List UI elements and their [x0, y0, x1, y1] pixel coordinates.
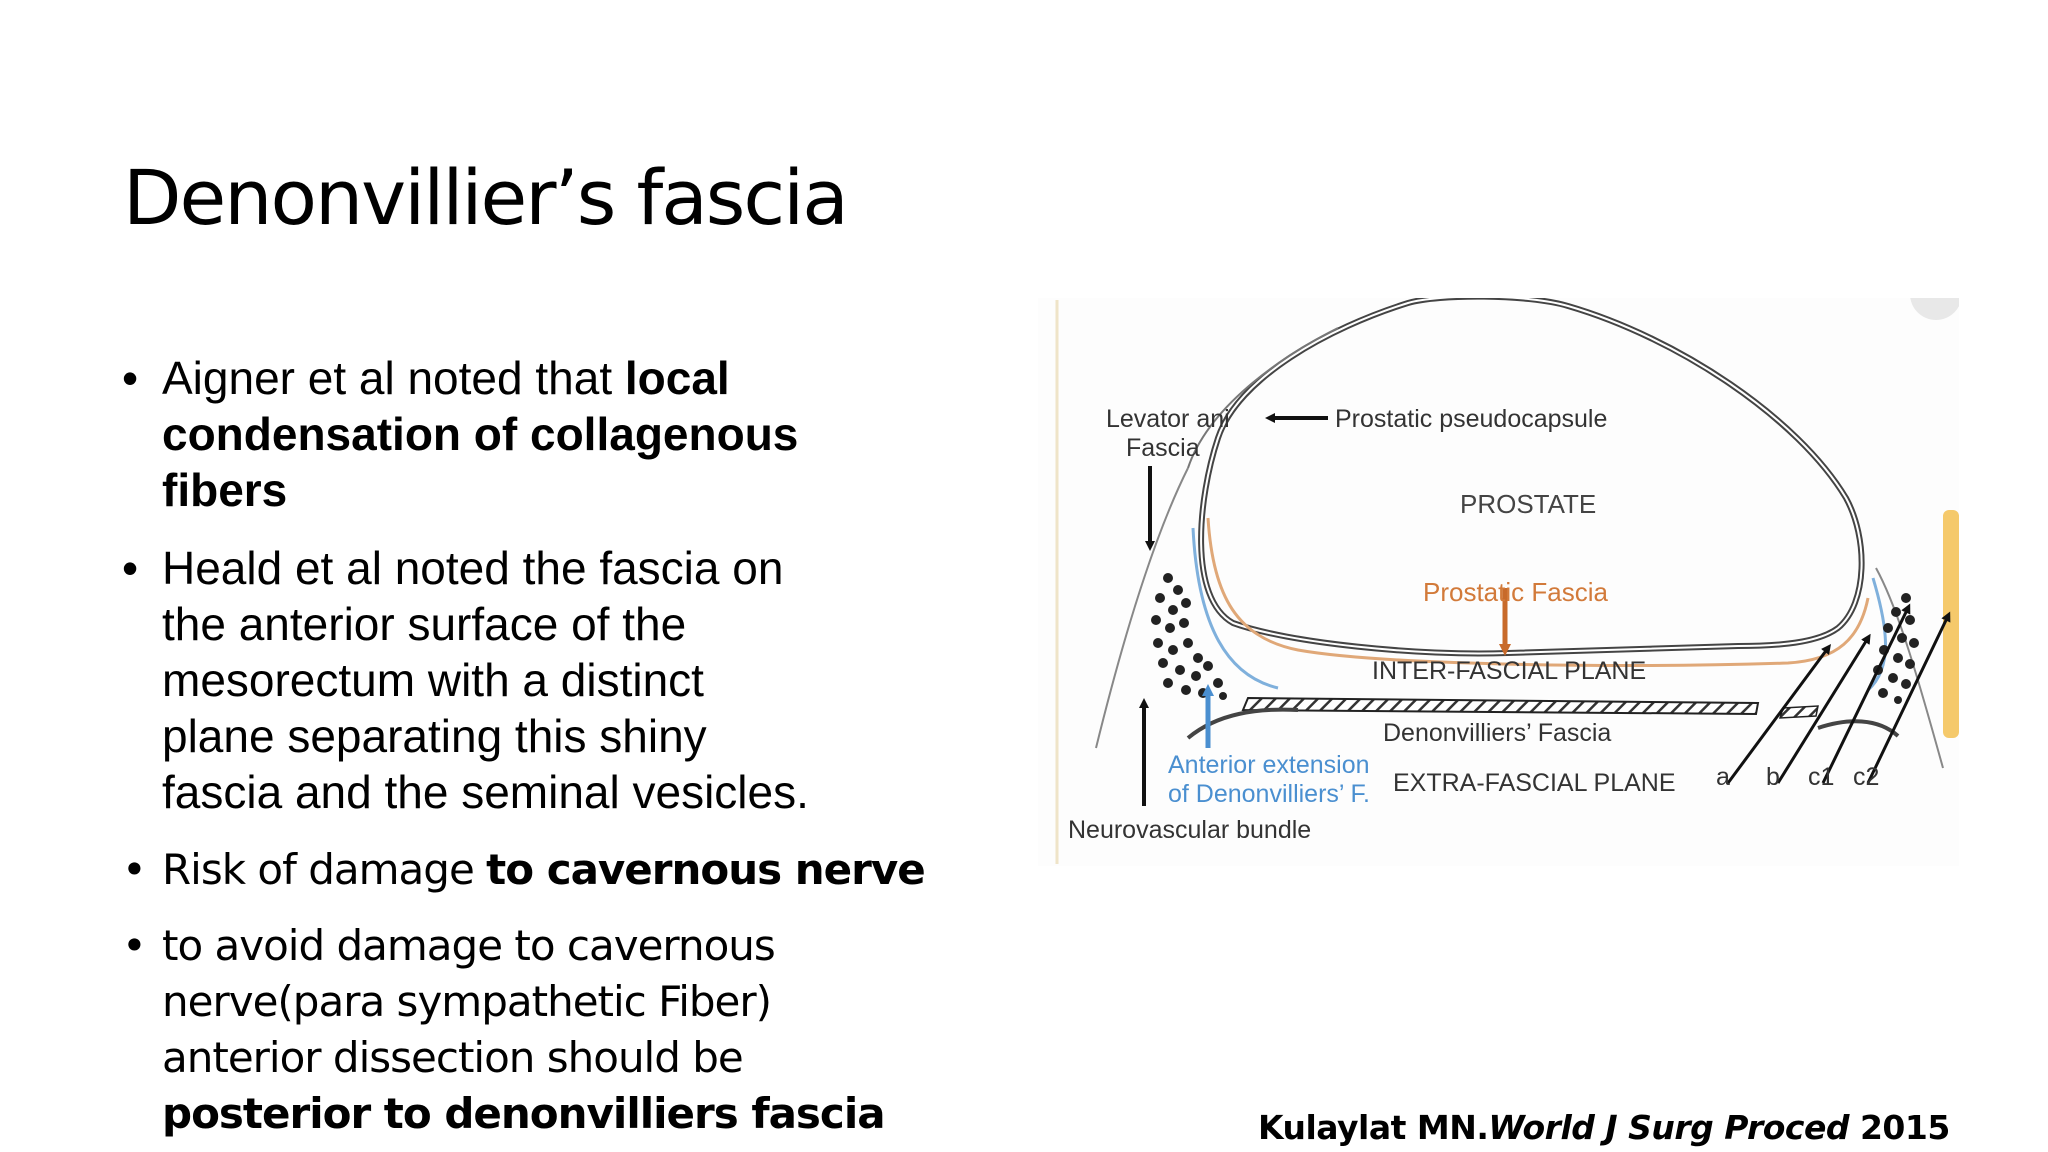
bullet-line: nerve(para sympathetic Fiber) [162, 974, 942, 1030]
bullet-segment: fibers [162, 464, 288, 516]
bullet-line: condensation of collagenous [162, 406, 942, 462]
bullet-line: the anterior surface of the [162, 596, 942, 652]
slide-title: Denonvillier’s fascia [123, 153, 849, 242]
bullet-item: • Risk of damage to cavernous nerve [122, 842, 942, 898]
bullet-dot: • [122, 845, 147, 894]
arrow-c2 [1866, 611, 1951, 784]
bullet-item: • to avoid damage to cavernous nerve(para… [122, 918, 942, 1152]
bullet-segment: to cavernous nerve [486, 845, 926, 894]
bullet-line: fascia and the seminal vesicles. [162, 764, 942, 820]
label-anterior-extension: Anterior extension [1168, 751, 1370, 779]
bullet-segment: fascia and the seminal vesicles. [162, 766, 809, 818]
bullet-line: expect in cases of anterior tumor [162, 1142, 942, 1152]
bullet-dot: • [122, 352, 139, 404]
bullet-dot: • [122, 921, 147, 970]
bullet-line: Risk of damage to cavernous nerve [162, 842, 942, 898]
citation-journal: World J Surg Proced [1488, 1108, 1849, 1147]
denonvilliers-fascia-band [1241, 696, 1760, 716]
label-c2: c2 [1853, 763, 1879, 791]
bullet-segment: nterior tumor [560, 1145, 869, 1152]
bullet-segment: anterior dissection should be [162, 1033, 744, 1082]
bullet-segment: condensation of collagenous [162, 408, 799, 460]
bullet-segment: Aigner et al noted that [162, 352, 625, 404]
bullet-segment: posterior to denonvilliers fascia [162, 1089, 886, 1138]
bullet-line: anterior dissection should be [162, 1030, 942, 1086]
bullet-segment: nerve(para sympathetic Fiber) [162, 977, 772, 1026]
label-inter-fascial-plane: INTER-FASCIAL PLANE [1372, 657, 1646, 685]
label-prostatic-fascia: Prostatic Fascia [1423, 577, 1608, 607]
arrow-b [1776, 633, 1871, 784]
citation: Kulaylat MN.World J Surg Proced 2015 [1258, 1108, 1950, 1147]
bullet-text: Risk of damage to cavernous nerve [162, 842, 942, 898]
arrow-c1 [1821, 603, 1911, 784]
anatomy-diagram: Levator ani Fascia Prostatic pseudocapsu… [1038, 298, 1959, 866]
label-extra-fascial-plane: EXTRA-FASCIAL PLANE [1393, 769, 1676, 797]
bullet-segment: to avoid damage to cavernous [162, 921, 776, 970]
bullet-segment: local [624, 352, 730, 404]
figure-corner-badge [1910, 298, 1959, 320]
neurovascular-dots-left [1151, 573, 1227, 700]
arrow-a [1726, 643, 1831, 784]
bullet-text: to avoid damage to cavernous nerve(para s… [162, 918, 942, 1152]
bullet-segment: plane separating this shiny [162, 710, 707, 762]
label-denonvilliers-fascia: Denonvilliers’ Fascia [1383, 719, 1611, 747]
label-c1: c1 [1808, 763, 1834, 791]
bullet-line: mesorectum with a distinct [162, 652, 942, 708]
label-fascia: Fascia [1126, 434, 1200, 462]
bullet-segment: mesorectum with a distinct [162, 654, 704, 706]
bullet-line: to avoid damage to cavernous [162, 918, 942, 974]
label-prostate: PROSTATE [1460, 489, 1596, 519]
figure-side-tab [1943, 510, 1959, 738]
label-prostatic-pseudocapsule: Prostatic pseudocapsule [1335, 405, 1607, 433]
bullet-segment: Risk of damage [162, 845, 487, 894]
bullet-segment: expect in cases of a [162, 1145, 561, 1152]
bullet-line: plane separating this shiny [162, 708, 942, 764]
bullet-segment: Heald et al noted the fascia on [162, 542, 784, 594]
citation-author: Kulaylat MN. [1258, 1108, 1489, 1147]
bullet-line: Heald et al noted the fascia on [162, 540, 942, 596]
label-a: a [1716, 763, 1730, 791]
label-b: b [1766, 763, 1780, 791]
diagram-svg: Levator ani Fascia Prostatic pseudocapsu… [1055, 298, 1959, 864]
bullet-line: Aigner et al noted that local [162, 350, 942, 406]
label-of-denonvilliers: of Denonvilliers’ F. [1168, 780, 1370, 808]
bullet-line: posterior to denonvilliers fascia [162, 1086, 942, 1142]
bullet-dot: • [122, 542, 139, 594]
bullet-line: fibers [162, 462, 942, 518]
label-neurovascular-bundle: Neurovascular bundle [1068, 816, 1311, 844]
citation-year: 2015 [1848, 1108, 1950, 1147]
bullet-segment: the anterior surface of the [162, 598, 687, 650]
label-levator-ani: Levator ani [1106, 405, 1230, 433]
neurovascular-dots-right [1873, 593, 1919, 704]
